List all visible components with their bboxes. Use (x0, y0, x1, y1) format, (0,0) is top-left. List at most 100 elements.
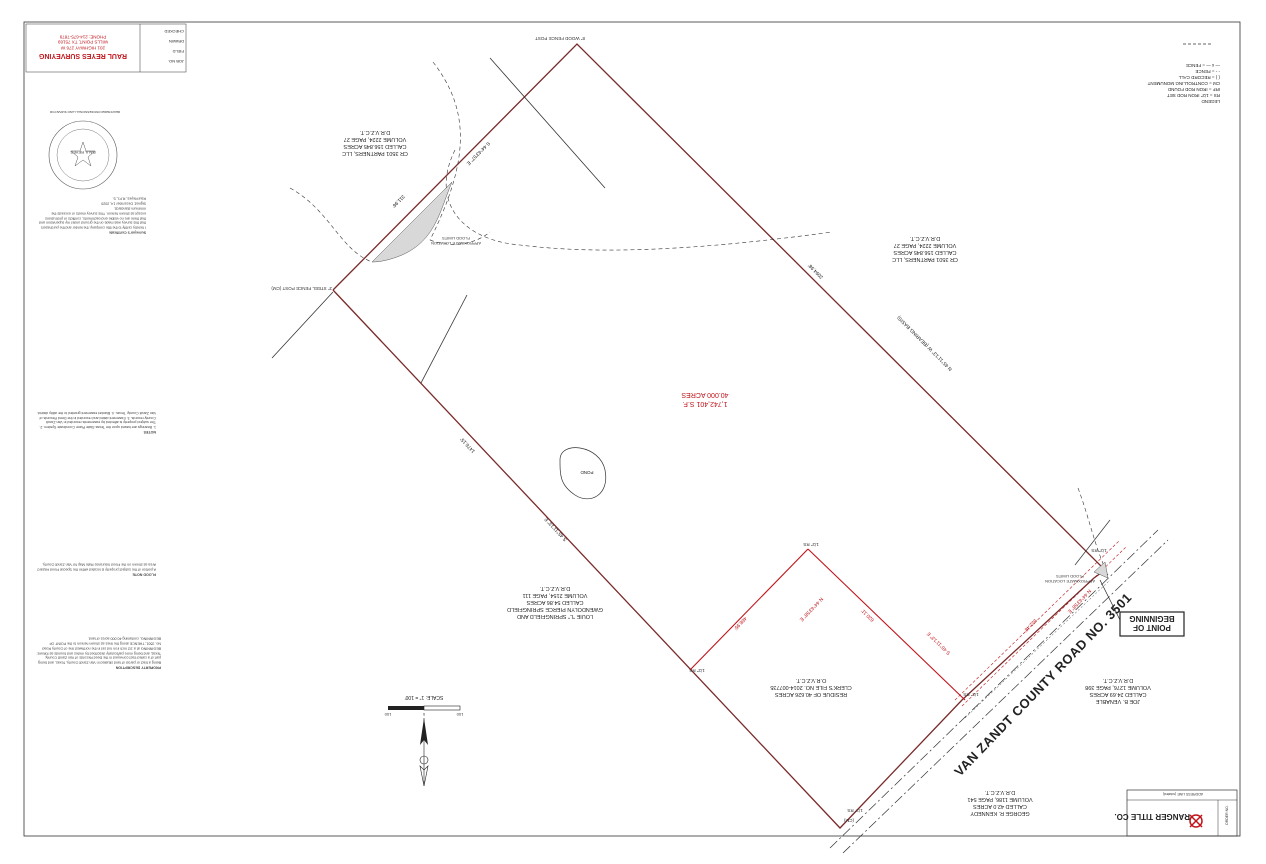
certificate-title: Surveyor's Certificate (108, 230, 146, 235)
adjoiner-line: CR 3501 PARTNERS, LLC (892, 256, 958, 262)
tract-area-acres: 40.000 ACRES (681, 391, 729, 398)
notes-title: NOTES (143, 429, 156, 434)
flood-limit-label: APPROXIMATE LOCATION FLOOD LIMITS (431, 236, 481, 246)
adjoiner-northeast: CR 3501 PARTNERS, LLC CALLED 156.845 ACR… (880, 234, 970, 262)
scale-bar (388, 705, 461, 711)
certificate-date: Signed: December 14, 2020 (101, 201, 146, 206)
property-description-body: Being a tract or parcel of land situated… (36, 636, 161, 665)
point-of-beginning-box (1119, 611, 1185, 637)
north-arrow-icon (419, 718, 429, 787)
surveyor-certificate: Surveyor's Certificate I hereby certify … (36, 196, 147, 235)
tract-boundary (332, 43, 1106, 829)
legend: LEGEND RS = 1/2" IRON ROD SET IRF = IRON… (1110, 62, 1220, 104)
legend-line: RS = 1/2" IRON ROD SET (1167, 93, 1220, 98)
certificate-surveyor: Raul Reyes, R.P.L.S. (112, 196, 147, 201)
company-city-line: WILLS POINT, TX 75169 (58, 40, 108, 45)
notes-section: NOTES 1. Bearings are based upon the Tex… (36, 410, 156, 434)
tract-area: 1,742,401 S.F. 40.000 ACRES (660, 390, 750, 408)
adjoiner-line: LOUIE "L" SPRINGFIELD AND (516, 613, 594, 619)
adjoiner-line: CALLED 156.845 ACRES (343, 143, 407, 149)
notes-body: 1. Bearings are based upon the Texas Sta… (36, 410, 156, 430)
residue-parcel-lines (689, 548, 966, 701)
flood-zone-shading-2 (1093, 561, 1109, 579)
scale-tick: 100 (456, 712, 464, 717)
adjoiner-south: GEORGE R. KENNEDY CALLED 42.0 ACRES VOLU… (960, 788, 1040, 816)
adjoiner-line: CR 3501 PARTNERS, LLC (342, 150, 408, 156)
company-address-line: 201 HIGHWAY 276 W (61, 45, 105, 51)
title-company-logo-icon (1189, 814, 1203, 828)
company-phone-line: PHONE: 214-675-7879 (59, 34, 107, 40)
adjoiner-line: GWENDOLYN PIERCE SPRINGFIELD (507, 606, 603, 612)
adjoiner-line: VOLUME 1186, PAGE 541 (967, 796, 1033, 802)
adjoiner-line: CLERK'S FILE NO. 2014-007735 (770, 684, 852, 690)
adjoiner-line: O.R.V.Z.C.T. (795, 677, 827, 683)
legend-line: - - = FENCE (1195, 69, 1220, 74)
flood-zone-shading (371, 181, 453, 263)
company-name: RAUL REYES SURVEYING (38, 52, 128, 59)
point-of-beginning-label: POINT OF BEGINNING (1120, 614, 1184, 632)
adjoiner-line: CALLED 24.69 ACRES (1089, 691, 1147, 697)
adjoiner-line: CALLED 156.845 ACRES (893, 249, 957, 255)
fence-lines (271, 57, 1111, 576)
job-fields: JOB NO. FIELD DRAWN CHECKED (142, 26, 184, 66)
title-company-address: ADDRESS LINE (rotated) (1163, 792, 1203, 796)
scale-tick: 100 (384, 712, 392, 717)
flood-note-body: A portion of the subject property is loc… (37, 562, 156, 572)
title-company-name: RANGER TITLE CO. (1114, 812, 1190, 821)
adjoiner-line: VOLUME 1276, PAGE 398 (1085, 684, 1151, 690)
corner-cm: (CM) (844, 818, 854, 823)
adjoiner-line: D.R.V.Z.C.T. (1102, 677, 1134, 683)
pond-outline (559, 447, 607, 500)
adjoiner-line: RESIDUE OF 40.626 ACRES (774, 691, 848, 697)
sheet-border (23, 21, 1241, 837)
seal-name: RAUL REYES (70, 150, 96, 155)
adjoiner-line: D.R.V.Z.C.T. (984, 789, 1016, 795)
adjoiner-line: JOE B. VENABLE (1095, 698, 1141, 704)
corner-steel-fence-post: 3" STEEL FENCE POST (CM) (271, 286, 332, 291)
certificate-body: I hereby certify to the title company, t… (39, 206, 146, 230)
job-field: JOB NO. (167, 59, 184, 64)
corner-rs: 1/2" RS (963, 692, 979, 697)
adjoiner-line: VOLUME 2224, PAGE 27 (893, 242, 957, 248)
surveyor-seal (48, 120, 118, 190)
company-address: 201 HIGHWAY 276 W WILLS POINT, TX 75169 … (28, 34, 138, 51)
seal-star-icon (70, 141, 96, 167)
adjoiner-line: GEORGE R. KENNEDY (970, 810, 1030, 816)
adjoiner-north: CR 3501 PARTNERS, LLC CALLED 156.845 ACR… (330, 128, 420, 156)
pond-label: POND (580, 470, 594, 475)
pob-line: BEGINNING (1129, 614, 1175, 623)
seal-registration: REGISTERED PROFESSIONAL LAND SURVEYOR (49, 110, 121, 114)
adjoiner-line: CALLED 54.86 ACRES (526, 599, 584, 605)
job-field: FIELD (172, 49, 184, 54)
job-field: DRAWN (169, 39, 184, 44)
corner-rs: 1/2" RS (803, 542, 819, 547)
adjoiner-residue: RESIDUE OF 40.626 ACRES CLERK'S FILE NO.… (766, 676, 856, 697)
adjoiner-southwest: LOUIE "L" SPRINGFIELD AND GWENDOLYN PIER… (500, 584, 610, 619)
title-block (1126, 789, 1238, 837)
legend-title: LEGEND (1201, 99, 1220, 104)
legend-line: — x — = FENCE (1185, 63, 1220, 68)
pob-line: POINT OF (1133, 623, 1171, 632)
adjoiner-line: VOLUME 2224, PAGE 27 (343, 136, 407, 142)
corner-wood-fence-post: 8" WOOD FENCE POST (535, 36, 585, 41)
adjoiner-line: D.R.V.Z.C.T. (909, 235, 941, 241)
corner-rs: 1/2" RS (1091, 548, 1107, 553)
flood-note: FLOOD NOTE A portion of the subject prop… (36, 562, 156, 577)
flood-limit-label: APPROXIMATE LOCATION FLOOD LIMITS (1045, 574, 1095, 584)
adjoiner-line: D.R.V.Z.C.T. (539, 585, 571, 591)
scale-tick: 0 (422, 712, 426, 717)
flood-note-title: FLOOD NOTE (132, 572, 156, 577)
job-field: CHECKED (164, 29, 184, 34)
tract-area-sf: 1,742,401 S.F. (682, 400, 728, 407)
legend-line: IRF = IRON ROD FOUND (1167, 87, 1220, 92)
company-block (25, 23, 187, 73)
legend-line: CM = CONTROLLING MONUMENT (1147, 81, 1220, 86)
title-company-order-label: ORDER NO. (1225, 805, 1229, 825)
corner-rs: 1/2" RS (689, 668, 705, 673)
property-description: PROPERTY DESCRIPTION Being a tract or pa… (36, 636, 161, 670)
property-description-title: PROPERTY DESCRIPTION (115, 665, 161, 670)
adjoiner-east: JOE B. VENABLE CALLED 24.69 ACRES VOLUME… (1078, 676, 1158, 704)
corner-rs: 1/2" RS (847, 808, 863, 813)
